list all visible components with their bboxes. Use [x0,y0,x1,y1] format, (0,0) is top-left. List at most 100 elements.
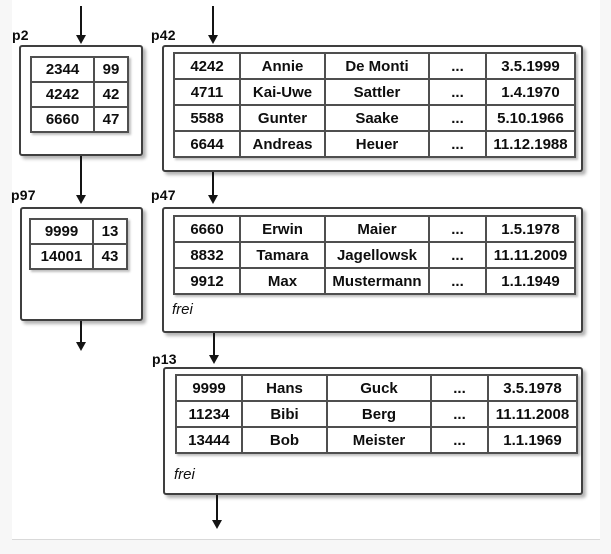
record-table-p47: 6660 Erwin Maier ... 1.5.1978 8832 Tamar… [173,215,576,295]
firstname-cell: Tamara [239,241,326,269]
dots-cell: ... [430,426,489,454]
arrowhead-icon [76,342,86,351]
table-row: 14001 43 [29,243,128,270]
table-row: 13444 Bob Meister ... 1.1.1969 [175,426,578,454]
page-label-p47: p47 [151,187,176,203]
id-cell: 6644 [173,130,241,158]
date-cell: 1.5.1978 [485,215,576,243]
firstname-cell: Bob [241,426,328,454]
table-row: 4711 Kai-Uwe Sattler ... 1.4.1970 [173,78,576,106]
firstname-cell: Andreas [239,130,326,158]
dots-cell: ... [430,374,489,402]
record-table-p42: 4242 Annie De Monti ... 3.5.1999 4711 Ka… [173,52,576,158]
date-cell: 11.12.1988 [485,130,576,158]
page-label-p42: p42 [151,27,176,43]
lastname-cell: Guck [326,374,432,402]
table-row: 9999 13 [29,218,128,245]
page-label-p13: p13 [152,351,177,367]
table-row: 5588 Gunter Saake ... 5.10.1966 [173,104,576,132]
arrow-out-of-p13 [212,495,222,529]
date-cell: 3.5.1978 [487,374,578,402]
id-cell: 9999 [175,374,243,402]
dots-cell: ... [430,400,489,428]
lastname-cell: Jagellowsk [324,241,430,269]
arrow-shaft [80,156,82,196]
date-cell: 1.1.1949 [485,267,576,295]
id-cell: 5588 [173,104,241,132]
table-row: 6660 47 [30,106,129,133]
firstname-cell: Annie [239,52,326,80]
key-cell: 14001 [29,243,94,270]
free-space-label-p47: frei [172,301,193,318]
firstname-cell: Bibi [241,400,328,428]
page-label-p97: p97 [11,187,36,203]
arrowhead-icon [212,520,222,529]
arrow-shaft [213,333,215,356]
free-space-label-p13: frei [174,466,195,483]
arrowhead-icon [208,35,218,44]
arrow-shaft [212,172,214,196]
table-row: 4242 42 [30,81,129,108]
firstname-cell: Kai-Uwe [239,78,326,106]
dots-cell: ... [428,241,487,269]
arrowhead-icon [76,35,86,44]
index-table-p2: 2344 99 4242 42 6660 47 [30,56,129,133]
table-row: 6660 Erwin Maier ... 1.5.1978 [173,215,576,243]
table-row: 2344 99 [30,56,129,83]
arrow-p2-to-p97 [76,156,86,204]
dots-cell: ... [428,267,487,295]
dots-cell: ... [428,215,487,243]
date-cell: 11.11.2009 [485,241,576,269]
id-cell: 11234 [175,400,243,428]
table-row: 8832 Tamara Jagellowsk ... 11.11.2009 [173,241,576,269]
id-cell: 4242 [173,52,241,80]
date-cell: 3.5.1999 [485,52,576,80]
page-ref-cell: 43 [92,243,128,270]
table-row: 6644 Andreas Heuer ... 11.12.1988 [173,130,576,158]
dots-cell: ... [428,130,487,158]
date-cell: 1.4.1970 [485,78,576,106]
page-ref-cell: 47 [93,106,129,133]
lastname-cell: Sattler [324,78,430,106]
key-cell: 4242 [30,81,95,108]
key-cell: 6660 [30,106,95,133]
arrow-out-of-p97 [76,321,86,351]
id-cell: 4711 [173,78,241,106]
firstname-cell: Hans [241,374,328,402]
date-cell: 11.11.2008 [487,400,578,428]
index-table-p97: 9999 13 14001 43 [29,218,128,270]
lastname-cell: Heuer [324,130,430,158]
firstname-cell: Gunter [239,104,326,132]
arrowhead-icon [208,195,218,204]
lastname-cell: Maier [324,215,430,243]
lastname-cell: Meister [326,426,432,454]
arrow-into-p42 [208,6,218,44]
id-cell: 13444 [175,426,243,454]
key-cell: 9999 [29,218,94,245]
table-row: 11234 Bibi Berg ... 11.11.2008 [175,400,578,428]
page-ref-cell: 42 [93,81,129,108]
dots-cell: ... [428,104,487,132]
lastname-cell: Berg [326,400,432,428]
table-row: 4242 Annie De Monti ... 3.5.1999 [173,52,576,80]
id-cell: 6660 [173,215,241,243]
table-row: 9999 Hans Guck ... 3.5.1978 [175,374,578,402]
page-label-p2: p2 [12,27,29,43]
arrow-shaft [212,6,214,36]
arrow-p42-to-p47 [208,172,218,204]
arrowhead-icon [76,195,86,204]
table-row: 9912 Max Mustermann ... 1.1.1949 [173,267,576,295]
dots-cell: ... [428,52,487,80]
arrow-shaft [80,321,82,343]
arrow-shaft [216,495,218,521]
arrow-into-p2 [76,6,86,44]
date-cell: 1.1.1969 [487,426,578,454]
id-cell: 9912 [173,267,241,295]
page-ref-cell: 99 [93,56,129,83]
dots-cell: ... [428,78,487,106]
arrow-shaft [80,6,82,36]
lastname-cell: Saake [324,104,430,132]
date-cell: 5.10.1966 [485,104,576,132]
key-cell: 2344 [30,56,95,83]
page-ref-cell: 13 [92,218,128,245]
